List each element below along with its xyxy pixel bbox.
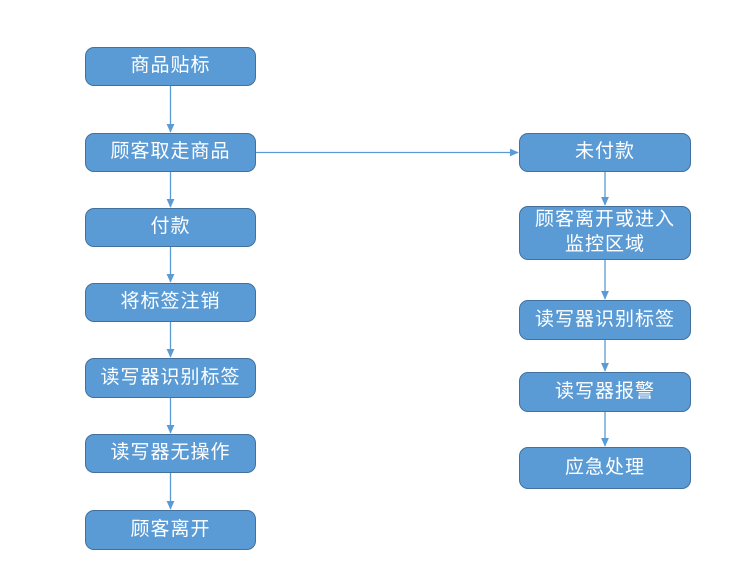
flow-node-deactivate-tag: 将标签注销 (85, 283, 256, 322)
flow-node-customer-leaves: 顾客离开 (85, 510, 256, 550)
flow-node-reader-alarm: 读写器报警 (519, 372, 691, 412)
flow-node-reader-identifies-tag-2: 读写器识别标签 (519, 300, 691, 340)
flow-node-customer-takes-goods: 顾客取走商品 (85, 133, 256, 172)
flow-node-customer-leaves-or-enters-monitored-area: 顾客离开或进入 监控区域 (519, 206, 691, 260)
flow-node-unpaid: 未付款 (519, 133, 691, 172)
flow-node-emergency-handling: 应急处理 (519, 447, 691, 489)
flow-node-product-labeling: 商品贴标 (85, 47, 256, 86)
flow-node-reader-identifies-tag: 读写器识别标签 (85, 358, 256, 398)
flow-node-reader-no-action: 读写器无操作 (85, 434, 256, 473)
flow-node-payment: 付款 (85, 208, 256, 247)
